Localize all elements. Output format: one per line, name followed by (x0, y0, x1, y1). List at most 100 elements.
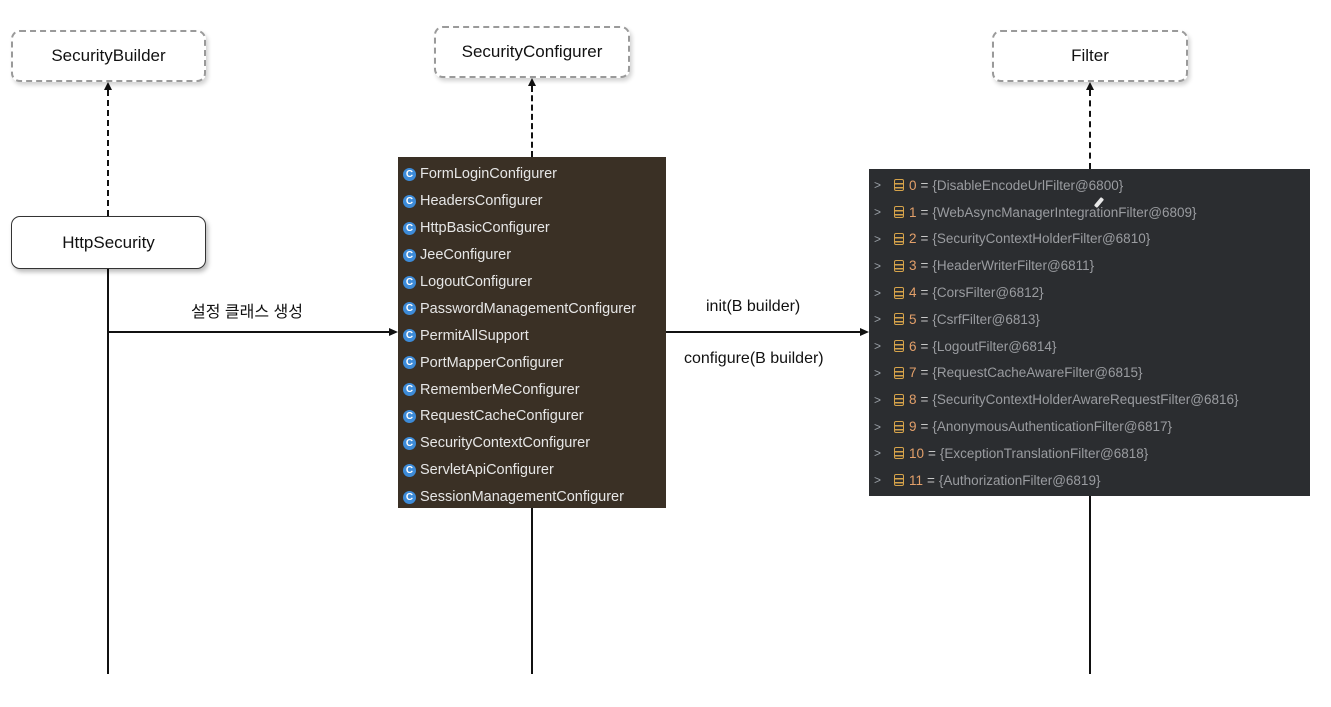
filter-index: 0 (909, 177, 917, 193)
class-icon: C (403, 383, 416, 397)
class-icon: C (403, 167, 416, 181)
configurer-name: PortMapperConfigurer (420, 354, 564, 371)
class-icon: C (403, 409, 416, 423)
filter-index: 6 (909, 338, 917, 354)
expand-chevron-icon[interactable]: > (874, 205, 882, 220)
filter-value: {ExceptionTranslationFilter@6818} (939, 445, 1149, 461)
filter-value: {AuthorizationFilter@6819} (938, 472, 1101, 488)
filter-value: {SecurityContextHolderFilter@6810} (932, 231, 1151, 247)
filter-item[interactable]: >4={CorsFilter@6812} (869, 279, 1310, 306)
filter-item[interactable]: >10={ExceptionTranslationFilter@6818} (869, 440, 1310, 467)
configurer-arrow-head (528, 78, 536, 86)
class-icon: C (403, 356, 416, 370)
equals-sign: = (920, 258, 929, 274)
filter-index: 1 (909, 204, 917, 220)
configurer-item[interactable]: C SecurityContextConfigurer (398, 430, 666, 457)
configurer-name: PermitAllSupport (420, 327, 529, 344)
init-arrow-head (860, 328, 869, 336)
filter-inheritance-line (1089, 90, 1091, 169)
filter-index: 4 (909, 285, 917, 301)
configurer-name: RequestCacheConfigurer (420, 408, 584, 425)
configurer-item[interactable]: C HeadersConfigurer (398, 188, 666, 215)
filter-label: Filter (1071, 46, 1109, 65)
filter-item[interactable]: >0={DisableEncodeUrlFilter@6800} (869, 172, 1310, 199)
create-config-arrow-head (389, 328, 398, 336)
filter-item[interactable]: >2={SecurityContextHolderFilter@6810} (869, 226, 1310, 253)
expand-chevron-icon[interactable]: > (874, 446, 882, 461)
create-config-label: 설정 클래스 생성 (191, 304, 303, 321)
filter-item[interactable]: >3={HeaderWriterFilter@6811} (869, 252, 1310, 279)
expand-chevron-icon[interactable]: > (874, 392, 882, 407)
filter-value: {HeaderWriterFilter@6811} (932, 258, 1095, 274)
expand-chevron-icon[interactable]: > (874, 178, 882, 193)
filter-index: 3 (909, 258, 917, 274)
equals-sign: = (920, 311, 929, 327)
filter-arrow-head (1086, 82, 1094, 90)
filter-index: 10 (909, 445, 925, 461)
equals-sign: = (920, 338, 929, 354)
class-icon: C (403, 329, 416, 343)
configurer-name: FormLoginConfigurer (420, 166, 558, 183)
array-element-icon (894, 340, 904, 353)
filter-index: 5 (909, 311, 917, 327)
filter-item[interactable]: >6={LogoutFilter@6814} (869, 333, 1310, 360)
filter-value: {DisableEncodeUrlFilter@6800} (932, 177, 1124, 193)
configurer-name: JeeConfigurer (420, 247, 512, 264)
filter-index: 11 (909, 472, 924, 488)
filter-index: 9 (909, 419, 917, 435)
configurer-item[interactable]: C FormLoginConfigurer (398, 161, 666, 188)
expand-chevron-icon[interactable]: > (874, 339, 882, 354)
array-element-icon (894, 286, 904, 299)
expand-chevron-icon[interactable]: > (874, 312, 882, 327)
filter-item[interactable]: >8={SecurityContextHolderAwareRequestFil… (869, 386, 1310, 413)
configurer-name: RememberMeConfigurer (420, 381, 580, 398)
expand-chevron-icon[interactable]: > (874, 419, 882, 434)
expand-chevron-icon[interactable]: > (874, 231, 882, 246)
configurer-name: LogoutConfigurer (420, 274, 533, 290)
security-configurer-lifeline (531, 508, 533, 674)
configurer-name: HeadersConfigurer (420, 193, 543, 210)
expand-chevron-icon[interactable]: > (874, 365, 882, 380)
http-security-label: HttpSecurity (62, 232, 155, 252)
filter-value: {RequestCacheAwareFilter@6815} (932, 365, 1143, 381)
configurer-item[interactable]: C SessionManagementConfigurer (398, 484, 666, 511)
array-element-icon (894, 420, 904, 433)
configurer-item[interactable]: C RequestCacheConfigurer (398, 403, 666, 430)
configurer-item[interactable]: C PortMapperConfigurer (398, 349, 666, 376)
array-element-icon (894, 474, 904, 487)
equals-sign: = (920, 419, 929, 435)
class-icon: C (403, 194, 416, 208)
array-element-icon (894, 179, 904, 192)
expand-chevron-icon[interactable]: > (874, 285, 882, 300)
http-security-box: HttpSecurity (11, 216, 206, 269)
configure-label: configure(B builder) (684, 350, 824, 367)
filter-lifeline (1089, 496, 1091, 674)
filter-index: 2 (909, 231, 917, 247)
configurer-item[interactable]: C PermitAllSupport (398, 322, 666, 349)
filter-item[interactable]: >7={RequestCacheAwareFilter@6815} (869, 360, 1310, 387)
configurer-name: SessionManagementConfigurer (420, 489, 624, 506)
filter-item[interactable]: >1={WebAsyncManagerIntegrationFilter@680… (869, 199, 1310, 226)
class-icon: C (403, 490, 416, 504)
configurer-name: SecurityContextConfigurer (420, 435, 591, 452)
filter-value: {CsrfFilter@6813} (932, 311, 1040, 327)
class-icon: C (403, 436, 416, 450)
filter-item[interactable]: >11={AuthorizationFilter@6819} (869, 467, 1310, 494)
configurer-item[interactable]: C RememberMeConfigurer (398, 376, 666, 403)
equals-sign: = (927, 472, 935, 488)
equals-sign: = (920, 392, 929, 408)
expand-chevron-icon[interactable]: > (874, 258, 882, 273)
filter-item[interactable]: >9={AnonymousAuthenticationFilter@6817} (869, 413, 1310, 440)
init-label: init(B builder) (706, 298, 801, 315)
builder-inheritance-line (107, 90, 109, 216)
init-arrow-line (666, 331, 861, 333)
expand-chevron-icon[interactable]: > (874, 473, 882, 488)
filter-index: 7 (909, 365, 917, 381)
filter-item[interactable]: >5={CsrfFilter@6813} (869, 306, 1310, 333)
configurer-name: HttpBasicConfigurer (420, 220, 550, 237)
